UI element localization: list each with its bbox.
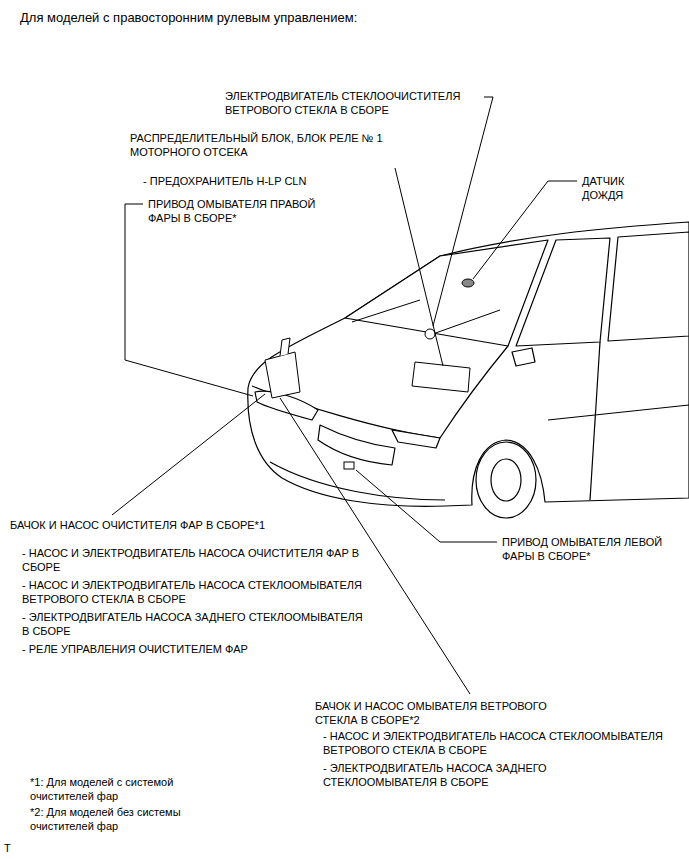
side-window [608, 232, 689, 341]
headlight [392, 430, 440, 448]
part-label: - НАСОС И ЭЛЕКТРОДВИГАТЕЛЬ НАСОСА СТЕКЛО… [22, 579, 367, 606]
wiper-arm [352, 300, 420, 322]
part-label: - ЭЛЕКТРОДВИГАТЕЛЬ НАСОСА ЗАДНЕГО СТЕКЛО… [323, 762, 663, 789]
part-label: T [4, 842, 44, 856]
leader-line [473, 181, 577, 279]
part-label: ПРИВОД ОМЫВАТЕЛЯ ПРАВОЙ ФАРЫ В СБОРЕ* [148, 198, 338, 225]
wiper-motor [425, 329, 435, 339]
mirror [512, 348, 535, 366]
wiper-arm [430, 310, 500, 335]
relay-block [412, 362, 470, 392]
wheel-hub [491, 459, 521, 501]
part-label: ДАТЧИК ДОЖДЯ [582, 175, 667, 202]
grille [318, 425, 395, 465]
windshield [345, 240, 548, 346]
part-label: БАЧОК И НАСОС ОЧИСТИТЕЛЯ ФАР В СБОРЕ*1 [10, 519, 350, 533]
part-label: - ПРЕДОХРАНИТЕЛЬ H-LP CLN [143, 175, 403, 189]
body-outline [248, 222, 689, 506]
side-line [548, 405, 689, 420]
leader-line [280, 398, 470, 694]
leader-line [395, 168, 443, 366]
rain-sensor [462, 279, 474, 287]
part-label: БАЧОК И НАСОС ОМЫВАТЕЛЯ ВЕТРОВОГО СТЕКЛА… [315, 700, 577, 727]
part-label: *1: Для моделей с системой очистителей ф… [30, 776, 220, 803]
leader-line [433, 97, 493, 326]
part-label: - НАСОС И ЭЛЕКТРОДВИГАТЕЛЬ НАСОСА ОЧИСТИ… [22, 547, 367, 574]
leader-line [356, 470, 497, 542]
leader-line [125, 204, 253, 396]
part-label: - ЭЛЕКТРОДВИГАТЕЛЬ НАСОСА ЗАДНЕГО СТЕКЛО… [22, 611, 367, 638]
wheel [476, 442, 536, 518]
headlight [255, 391, 318, 420]
part-label: ЭЛЕКТРОДВИГАТЕЛЬ СТЕКЛООЧИСТИТЕЛЯ ВЕТРОВ… [225, 90, 487, 117]
leader-line [112, 394, 265, 515]
part-label: РАСПРЕДЕЛИТЕЛЬНЫЙ БЛОК, БЛОК РЕЛЕ № 1 МО… [130, 132, 415, 159]
car-body [248, 222, 689, 518]
part-label: ПРИВОД ОМЫВАТЕЛЯ ЛЕВОЙ ФАРЫ В СБОРЕ* [502, 536, 682, 563]
part-label: *2: Для моделей без системы очистителей … [30, 806, 220, 833]
side-window [516, 238, 610, 346]
page-title: Для моделей с правосторонним рулевым упр… [20, 10, 357, 26]
bumper-line [270, 462, 445, 500]
fender-line [440, 346, 508, 438]
headlight-washer-actuator [344, 462, 354, 469]
tank-neck [280, 338, 290, 356]
part-label: - НАСОС И ЭЛЕКТРОДВИГАТЕЛЬ НАСОСА СТЕКЛО… [323, 730, 663, 757]
part-label: - РЕЛЕ УПРАВЛЕНИЯ ОЧИСТИТЕЛЕМ ФАР [22, 643, 367, 657]
door-line [590, 342, 600, 500]
washer-tank [265, 352, 300, 398]
engine-bay-parts [265, 279, 500, 469]
